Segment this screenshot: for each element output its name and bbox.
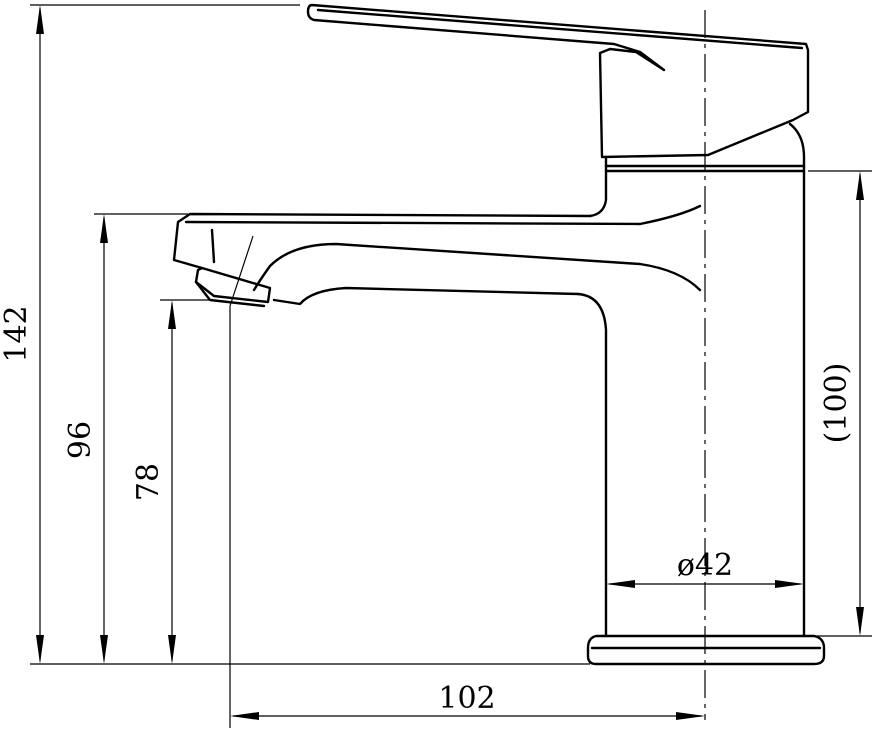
- dimension-body-diameter: ø42: [606, 548, 804, 588]
- dimension-reach: 102: [229, 306, 705, 728]
- lever-handle: [306, 3, 810, 159]
- lever-inner-edge: [316, 8, 804, 50]
- spout-underside: [272, 286, 580, 306]
- cartridge-collar: [604, 122, 806, 173]
- faucet-body: [576, 169, 806, 638]
- spout-mid-edge: [252, 242, 702, 292]
- dimension-outlet-height: 78: [131, 299, 212, 664]
- dimension-overall-height: 142: [0, 4, 590, 665]
- outlet-centerline: [229, 235, 254, 307]
- label-body-diameter: ø42: [677, 548, 733, 583]
- label-spout-height: 96: [63, 421, 98, 459]
- label-reach: 102: [438, 681, 495, 716]
- label-body-height: (100): [819, 363, 854, 444]
- dimension-spout-height: 96: [63, 213, 188, 664]
- spout-top-edge: [184, 204, 702, 226]
- label-outlet-height: 78: [131, 463, 166, 501]
- spout-top: [172, 212, 592, 270]
- aerator: [194, 266, 272, 304]
- label-overall-height: 142: [0, 305, 34, 362]
- faucet-base: [586, 634, 826, 666]
- dimension-body-height: (100): [808, 170, 872, 637]
